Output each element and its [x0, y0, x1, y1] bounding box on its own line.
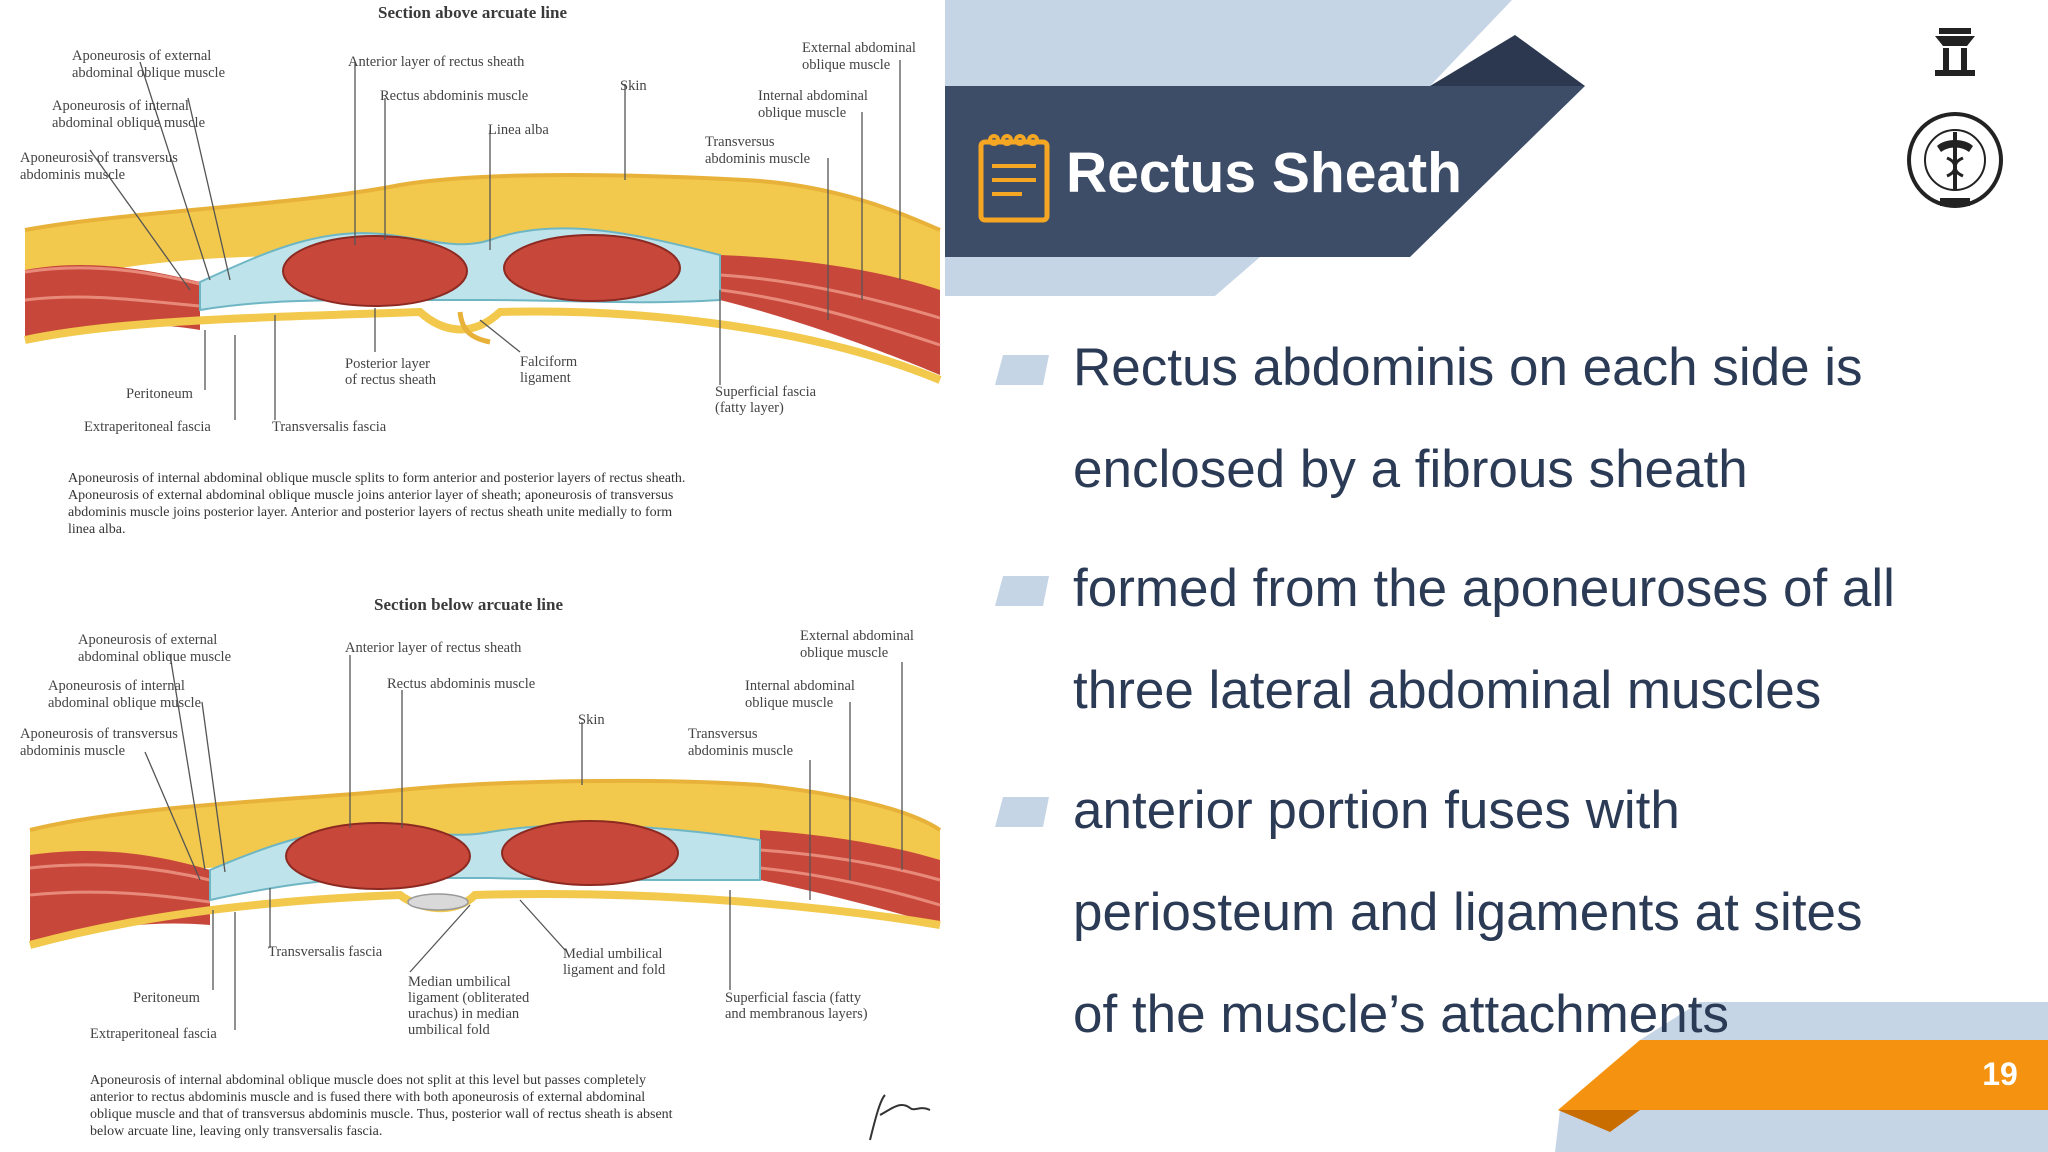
svg-text:Anterior layer of rectus sheat: Anterior layer of rectus sheath: [345, 640, 522, 656]
svg-text:Transversalis fascia: Transversalis fascia: [272, 419, 387, 435]
top-section-title: Section above arcuate line: [378, 3, 567, 22]
bullet-marker-icon: [995, 797, 1049, 827]
svg-text:Extraperitoneal fascia: Extraperitoneal fascia: [84, 419, 211, 435]
svg-text:Anterior layer of rectus sheat: Anterior layer of rectus sheath: [348, 54, 525, 70]
svg-text:Linea alba: Linea alba: [488, 122, 549, 138]
anatomy-figure: Section above arcuate line: [0, 0, 945, 1152]
bullet-item-2: formed from the aponeuroses of all three…: [1073, 559, 1895, 720]
orange-band: [1558, 1040, 2048, 1110]
bullet-item-3: anterior portion fuses with periosteum a…: [1073, 781, 1863, 1044]
svg-text:Rectus abdominis muscle: Rectus abdominis muscle: [387, 676, 535, 692]
svg-text:Aponeurosis of internal abdomi: Aponeurosis of internal abdominal obliqu…: [68, 471, 685, 537]
title-banner: [945, 86, 1585, 257]
bullet-marker-icon: [995, 576, 1049, 606]
svg-text:Peritoneum: Peritoneum: [126, 386, 194, 402]
bullet-marker-icon: [995, 355, 1049, 385]
page-number: 19: [1982, 1056, 2018, 1092]
title-banner-lower: [945, 257, 1260, 296]
svg-text:Extraperitoneal fascia: Extraperitoneal fascia: [90, 1026, 217, 1042]
slide-title: Rectus Sheath: [1066, 141, 1462, 205]
orange-band-shadow: [1558, 1110, 1640, 1132]
bullet-item-1: Rectus abdominis on each side is enclose…: [1073, 338, 1863, 499]
bottom-section-title: Section below arcuate line: [374, 595, 563, 614]
svg-text:Skin: Skin: [620, 78, 647, 94]
svg-text:Superficial fascia(fatty layer: Superficial fascia(fatty layer): [715, 384, 817, 416]
svg-text:Peritoneum: Peritoneum: [133, 990, 201, 1006]
top-band-shape: [945, 0, 1512, 86]
section-below-arcuate: Section below arcuate line Aponeurosis o…: [20, 595, 942, 1141]
notepad-icon: [978, 134, 1050, 223]
svg-text:Aponeurosis of internal abdomi: Aponeurosis of internal abdominal obliqu…: [90, 1073, 673, 1139]
svg-text:Skin: Skin: [578, 712, 605, 728]
institute-emblem-logo: [1907, 28, 2003, 208]
section-above-arcuate: Section above arcuate line: [20, 3, 942, 537]
artist-signature: [869, 1094, 931, 1141]
title-banner-tip: [1430, 35, 1585, 86]
svg-text:Transversalis fascia: Transversalis fascia: [268, 944, 383, 960]
svg-text:Rectus abdominis muscle: Rectus abdominis muscle: [380, 88, 528, 104]
